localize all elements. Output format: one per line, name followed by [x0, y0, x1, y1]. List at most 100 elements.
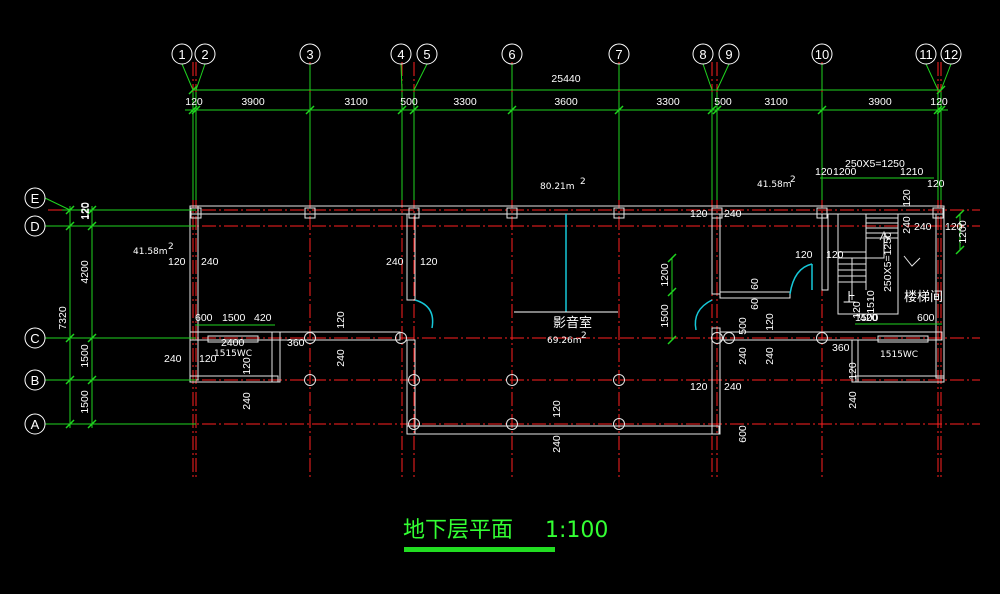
- area-left-sup: 2: [168, 242, 174, 252]
- column-top-4: [613, 207, 625, 219]
- wall-stair-inner: [821, 213, 829, 291]
- annotation-8: 240: [164, 353, 182, 365]
- column-top-5: [711, 207, 723, 219]
- dim-tick: [667, 335, 677, 345]
- wall-axis8-lower: [711, 327, 721, 435]
- top-dim-4: 3300: [453, 96, 477, 108]
- top-dim-9: 3900: [868, 96, 892, 108]
- axis-bubble-leader: [716, 63, 730, 91]
- annotation-10: 360: [287, 337, 305, 349]
- wall-c-right: [719, 331, 943, 341]
- annotation-v-3: 120: [241, 357, 253, 375]
- area-media-sup: 2: [581, 331, 587, 341]
- top-dim-6: 3300: [656, 96, 680, 108]
- axis-bubble-4: [390, 43, 412, 65]
- axis-bubble-8: [692, 43, 714, 65]
- media-room-label: 影音室: [553, 315, 592, 331]
- annotation-22: 240: [914, 221, 932, 233]
- dim-tick: [955, 209, 965, 219]
- drawing-scale: 1:100: [545, 518, 608, 543]
- axis-bubble-label: B: [31, 373, 40, 388]
- column-top-6: [816, 207, 828, 219]
- dim-tick: [955, 245, 965, 255]
- stair-arrow-head: [879, 230, 889, 241]
- drawing-title: 地下层平面: [403, 518, 513, 543]
- area-left: 41.58m: [133, 247, 168, 257]
- area-center-top-sup: 2: [580, 177, 586, 187]
- column-top-1: [304, 207, 316, 219]
- axis-bubble-10: [811, 43, 833, 65]
- annotation-v-11: 500: [737, 317, 749, 335]
- left-dim-2: 4200: [79, 260, 91, 284]
- axis-bubble-3: [299, 43, 321, 65]
- axis-bubble-label: A: [31, 417, 40, 432]
- annotation-v-1: 120: [335, 311, 347, 329]
- stair-arrow-path: [851, 236, 885, 300]
- annotation-v-12: 120: [764, 313, 776, 331]
- annotation-v-5: 240: [551, 435, 563, 453]
- axis-bubble-leader: [44, 197, 71, 211]
- stair-top-c: 1210: [900, 166, 924, 178]
- axis-bubble-label: 5: [423, 47, 430, 62]
- column-round-7: [723, 332, 735, 344]
- area-right-top-sup: 2: [790, 175, 796, 185]
- annotation-v-15: 600: [737, 425, 749, 443]
- axis-bubble-leader: [925, 63, 939, 91]
- column-round-1: [395, 332, 407, 344]
- column-round-2: [506, 374, 518, 386]
- axis-bubble-label: 12: [944, 47, 958, 62]
- axis-bubble-label: 7: [615, 47, 622, 62]
- door-swing-right: [694, 299, 713, 331]
- axis-bubble-D: [24, 215, 46, 237]
- annotation-16: 120: [690, 381, 708, 393]
- axis-bubble-leader: [195, 63, 206, 91]
- wall-left-upper: [189, 205, 199, 381]
- annotation-12: 240: [724, 208, 742, 220]
- wall-right: [935, 213, 945, 379]
- annotation-2: 240: [386, 256, 404, 268]
- axis-bubble-9: [718, 43, 740, 65]
- annotation-v-8: 1500: [659, 304, 671, 328]
- stair-room-label: 楼梯间: [904, 290, 943, 305]
- left-dim-3: 1500: [79, 344, 91, 368]
- stair-top-a: 120: [815, 166, 833, 178]
- annotation-v-7: 1200: [659, 263, 671, 287]
- column-top-3: [506, 207, 518, 219]
- axis-bubble-7: [608, 43, 630, 65]
- door-swing-left: [414, 299, 434, 329]
- annotation-v-16: 120: [851, 301, 863, 319]
- annotation-21: 120: [945, 221, 963, 233]
- axis-bubble-2: [194, 43, 216, 65]
- annotation-v-21: 240: [901, 216, 913, 234]
- annotation-5: 1500: [222, 312, 246, 324]
- axis-bubble-label: 11: [919, 47, 933, 62]
- column-top-7: [932, 207, 944, 219]
- axis-bubble-A: [24, 413, 46, 435]
- axis-bubble-label: 10: [815, 47, 829, 62]
- annotation-20: 360: [832, 342, 850, 354]
- wall-a-center: [406, 425, 720, 435]
- top-dim-0: 120: [185, 96, 203, 108]
- axis-bubble-B: [24, 369, 46, 391]
- annotation-1: 240: [201, 256, 219, 268]
- left-dim-1: 120: [79, 202, 91, 220]
- column-round-3: [613, 374, 625, 386]
- area-center-top: 80.21m: [540, 182, 575, 192]
- column-round-0: [304, 332, 316, 344]
- column-round-10: [408, 418, 420, 430]
- axis-bubble-label: 8: [699, 47, 706, 62]
- wall-b-right: [855, 375, 945, 383]
- annotation-9: 120: [199, 353, 217, 365]
- overall-depth-dim: 7320: [57, 306, 69, 330]
- walls: [189, 205, 945, 435]
- overall-width-dim: 25440: [551, 73, 580, 85]
- stair-vert-dim: 250X5=1250: [882, 232, 894, 292]
- axis-bubble-leader: [940, 63, 952, 91]
- top-dim-3: 500: [400, 96, 418, 108]
- annotation-v-4: 240: [241, 392, 253, 410]
- axis-bubble-label: 2: [201, 47, 208, 62]
